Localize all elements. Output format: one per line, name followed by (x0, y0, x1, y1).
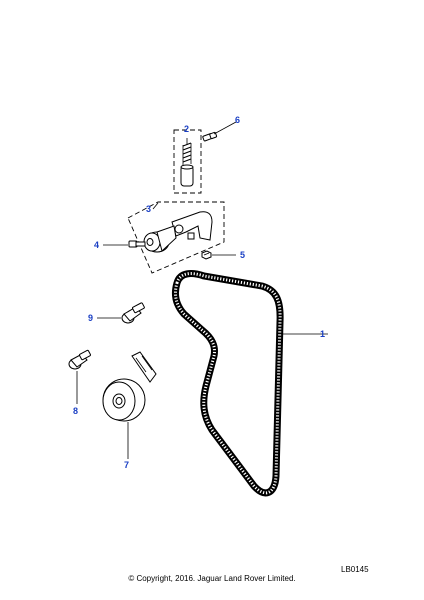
callout-7[interactable]: 7 (124, 460, 129, 470)
leader-lines (76, 121, 328, 459)
callout-labels: 1 2 3 4 5 6 7 8 9 (73, 115, 325, 470)
callout-3[interactable]: 3 (146, 204, 151, 214)
diagram-reference-code: LB0145 (341, 565, 369, 574)
callout-1[interactable]: 1 (320, 329, 325, 339)
part-1-timing-belt[interactable] (172, 270, 284, 497)
copyright-notice: © Copyright, 2016. Jaguar Land Rover Lim… (128, 574, 296, 583)
part-8-bolt[interactable] (68, 349, 91, 370)
callout-9[interactable]: 9 (88, 313, 93, 323)
callout-8[interactable]: 8 (73, 406, 78, 416)
part-2-tensioner-spring[interactable] (173, 129, 202, 194)
part-9-bolt[interactable] (121, 302, 145, 324)
part-5-bolt[interactable] (201, 250, 212, 260)
callout-2[interactable]: 2 (184, 124, 189, 134)
callout-6[interactable]: 6 (235, 115, 240, 125)
part-3-tensioner-assembly[interactable] (127, 201, 225, 274)
callout-5[interactable]: 5 (240, 250, 245, 260)
part-4-bolt[interactable] (128, 240, 146, 248)
part-7-tensioner-pulley[interactable] (102, 351, 157, 422)
callout-4[interactable]: 4 (94, 240, 99, 250)
